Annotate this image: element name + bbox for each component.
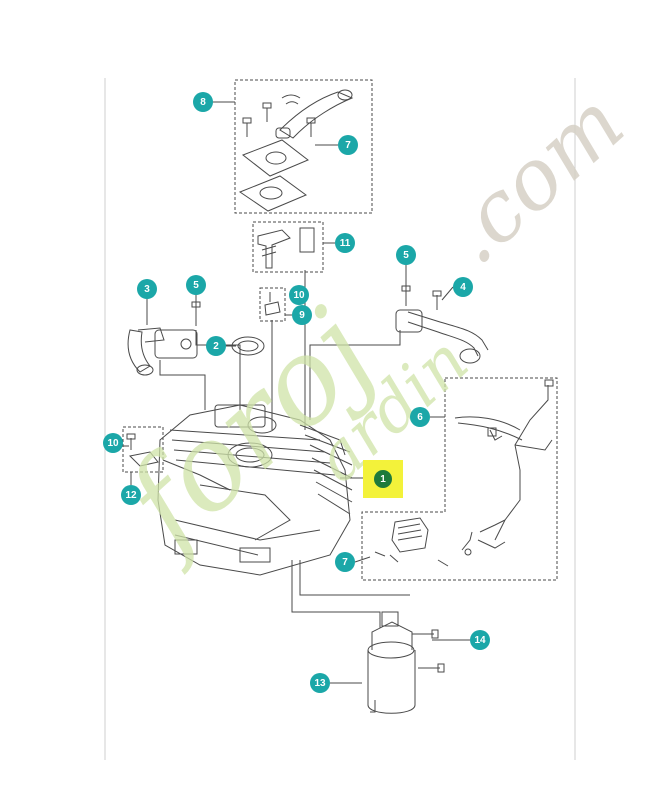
- breather-clip: [281, 94, 301, 105]
- callout-1[interactable]: 1: [374, 470, 392, 488]
- breather-gasket: [238, 175, 308, 212]
- callout-13[interactable]: 13: [310, 673, 330, 693]
- starter-motor: [367, 611, 416, 714]
- starter-bolts: [412, 629, 445, 673]
- callout-10-mid[interactable]: 10: [289, 285, 309, 305]
- breather-cover-plate: [241, 139, 309, 177]
- leader-7-bottom: [354, 556, 371, 563]
- callout-5-right[interactable]: 5: [396, 245, 416, 265]
- intake-plate: [154, 301, 201, 359]
- highlight-part-1: 1: [363, 460, 403, 498]
- assembly-leader-13: [291, 560, 381, 628]
- breather-tube: [275, 89, 354, 139]
- fuel-pipe: [395, 290, 489, 364]
- callout-14[interactable]: 14: [470, 630, 490, 650]
- engine-block: [157, 404, 353, 576]
- assembly-leader-12: [162, 459, 231, 491]
- callout-11[interactable]: 11: [335, 233, 355, 253]
- callout-12[interactable]: 12: [121, 485, 141, 505]
- clip-9: [264, 292, 281, 316]
- oil-seal: [231, 336, 265, 356]
- assembly-leader-4: [309, 330, 401, 420]
- group-box-6: [361, 377, 558, 581]
- group-box-11: [252, 221, 324, 273]
- callout-5-left[interactable]: 5: [186, 275, 206, 295]
- callout-7-top[interactable]: 7: [338, 135, 358, 155]
- leader-4: [441, 286, 454, 301]
- bolts-8: [242, 102, 316, 137]
- callout-10-left[interactable]: 10: [103, 433, 123, 453]
- wiring-harness: [454, 379, 554, 549]
- callout-7-bottom[interactable]: 7: [335, 552, 355, 572]
- bolt-5-right: [401, 285, 411, 306]
- rectifier-module: [374, 517, 449, 567]
- assembly-leader-3: [159, 360, 206, 410]
- callout-6[interactable]: 6: [410, 407, 430, 427]
- bracket-12: [126, 433, 159, 467]
- callout-8[interactable]: 8: [193, 92, 213, 112]
- intake-elbow: [127, 327, 165, 376]
- ring-terminal: [461, 531, 473, 556]
- callout-9[interactable]: 9: [292, 305, 312, 325]
- callout-3[interactable]: 3: [137, 279, 157, 299]
- callout-4[interactable]: 4: [453, 277, 473, 297]
- assembly-leader-14: [299, 560, 410, 596]
- bracket-part: [257, 227, 315, 269]
- group-box-10-12: [122, 426, 164, 473]
- callout-2[interactable]: 2: [206, 336, 226, 356]
- group-box-9-10: [259, 287, 286, 322]
